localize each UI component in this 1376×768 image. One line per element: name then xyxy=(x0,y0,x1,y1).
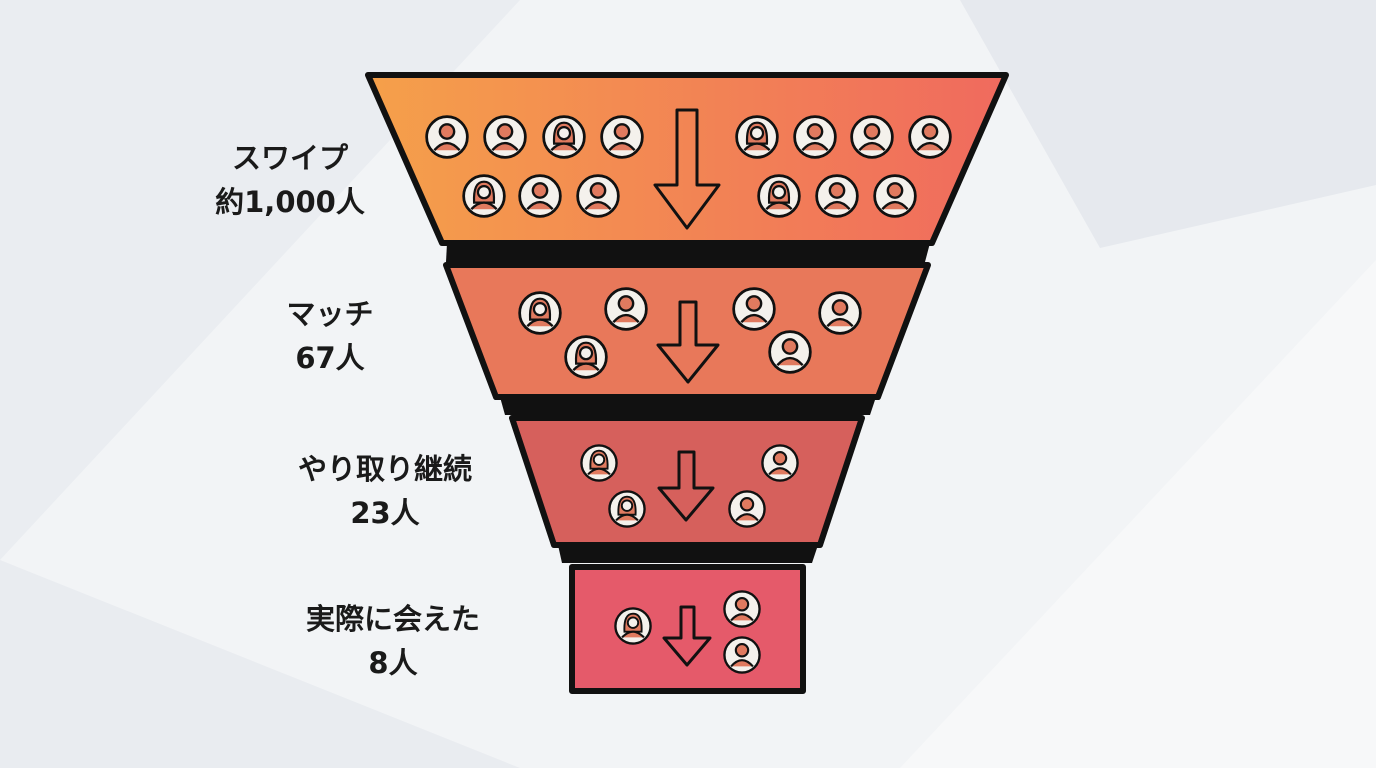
person-male-icon xyxy=(723,636,761,674)
person-male-icon xyxy=(600,115,644,159)
arrow-down-icon xyxy=(656,300,720,384)
stage-name: 実際に会えた xyxy=(305,602,480,636)
stage-label-conversation: やり取り継続 23人 xyxy=(255,447,515,535)
person-male-icon xyxy=(518,174,562,218)
funnel-stage-swipe xyxy=(365,72,1009,246)
stage-label-swipe: スワイプ 約1,000人 xyxy=(160,136,420,224)
stage-name: マッチ xyxy=(286,297,374,331)
person-female-icon xyxy=(608,490,646,528)
person-male-icon xyxy=(793,115,837,159)
stage-label-match: マッチ 67人 xyxy=(200,292,460,380)
person-female-icon xyxy=(564,335,608,379)
person-male-icon xyxy=(850,115,894,159)
stage-name: やり取り継続 xyxy=(297,452,472,486)
person-female-icon xyxy=(518,291,562,335)
stage-count: 8人 xyxy=(368,646,418,680)
person-male-icon xyxy=(483,115,527,159)
person-female-icon xyxy=(462,174,506,218)
person-male-icon xyxy=(818,291,862,335)
person-male-icon xyxy=(728,490,766,528)
person-male-icon xyxy=(815,174,859,218)
person-female-icon xyxy=(542,115,586,159)
person-male-icon xyxy=(908,115,952,159)
person-male-icon xyxy=(425,115,469,159)
person-male-icon xyxy=(604,287,648,331)
arrow-down-icon xyxy=(653,108,721,230)
person-male-icon xyxy=(723,590,761,628)
person-male-icon xyxy=(873,174,917,218)
person-male-icon xyxy=(576,174,620,218)
stage-count: 23人 xyxy=(350,496,420,530)
stage-count: 67人 xyxy=(295,341,365,375)
arrow-down-icon xyxy=(657,450,715,522)
person-female-icon xyxy=(580,444,618,482)
person-male-icon xyxy=(732,287,776,331)
stage-name: スワイプ xyxy=(231,141,348,175)
funnel-stage-conversation xyxy=(509,415,865,548)
person-male-icon xyxy=(768,330,812,374)
person-male-icon xyxy=(761,444,799,482)
person-female-icon xyxy=(757,174,801,218)
arrow-down-icon xyxy=(662,605,712,667)
stage-label-met: 実際に会えた 8人 xyxy=(263,597,523,685)
funnel-stage-met xyxy=(569,564,806,694)
funnel-stage-match xyxy=(443,262,931,400)
person-female-icon xyxy=(614,607,652,645)
person-female-icon xyxy=(735,115,779,159)
stage-count: 約1,000人 xyxy=(215,185,365,219)
